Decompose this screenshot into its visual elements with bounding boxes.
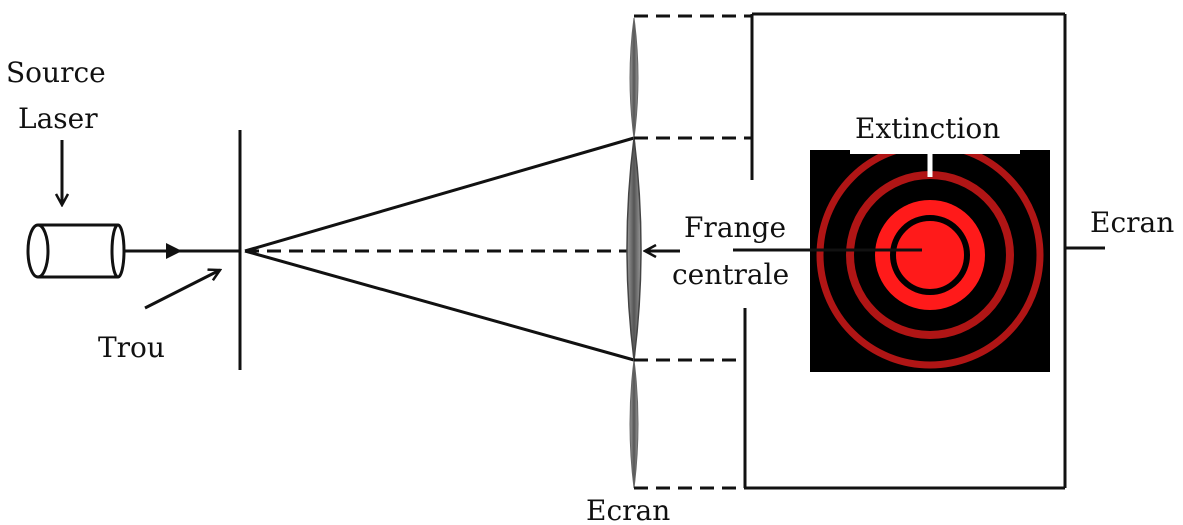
label-ecran-right: Ecran — [1090, 206, 1174, 239]
label-centrale: centrale — [672, 258, 789, 291]
screen-frame — [743, 12, 1105, 490]
intensity-profile — [626, 17, 642, 489]
label-source: Source — [6, 56, 106, 89]
cone-lower-ray — [244, 249, 635, 362]
laser-source — [26, 223, 126, 279]
diffraction-pattern — [810, 141, 1050, 372]
trou-pointer-arrow — [144, 270, 220, 310]
frange-label-bg — [672, 210, 802, 240]
label-frange: Frange — [684, 211, 786, 244]
label-trou: Trou — [98, 331, 165, 364]
cone-upper-ray — [244, 136, 635, 253]
label-laser: Laser — [18, 102, 98, 135]
label-ecran-bottom: Ecran — [586, 494, 670, 525]
projection-dashes — [634, 14, 752, 490]
centrale-label-bg — [672, 258, 802, 290]
label-extinction: Extinction — [855, 112, 1000, 145]
extinction-label-bg — [850, 108, 1020, 154]
